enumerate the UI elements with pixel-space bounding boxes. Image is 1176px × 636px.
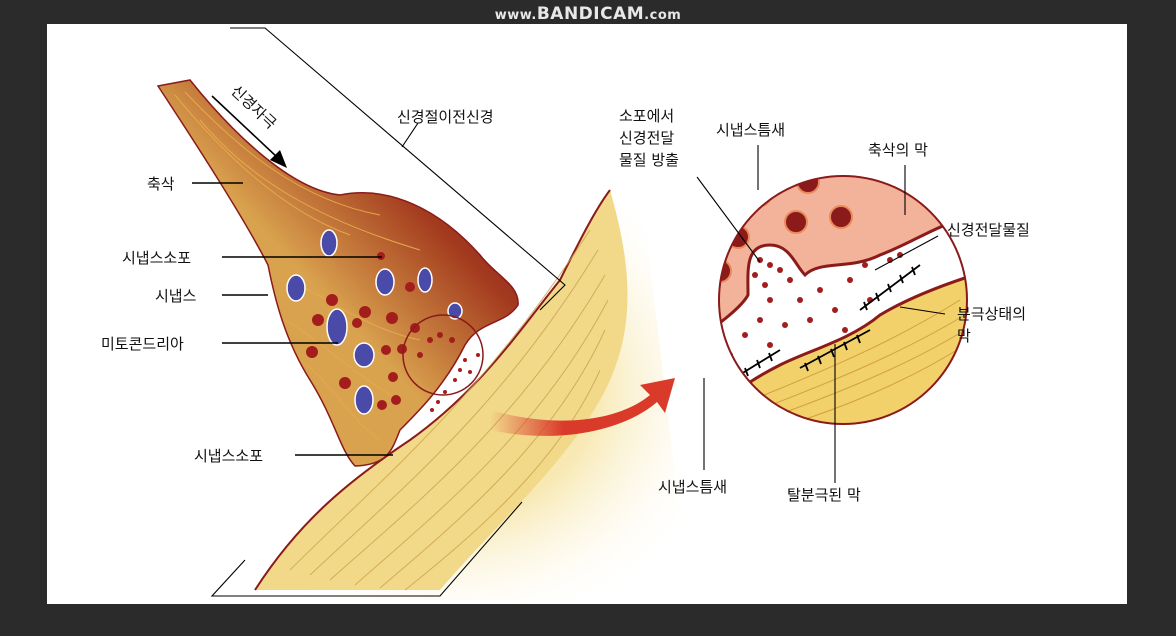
watermark-suffix: .com xyxy=(644,8,682,23)
label-presynaptic-neuron: 신경절이전신경 xyxy=(397,108,494,126)
leader-lines xyxy=(192,145,946,483)
magnified-circle-border xyxy=(718,175,968,425)
label-synaptic-vesicle: 시냅스소포 xyxy=(122,249,191,267)
nerve-impulse-arrow xyxy=(211,95,287,168)
magnified-synapse xyxy=(719,176,967,424)
label-axon-membrane: 축삭의 막 xyxy=(868,141,928,159)
neurotransmitter-dots xyxy=(719,252,903,398)
released-transmitter-left xyxy=(417,332,480,412)
label-depolarized-membrane: 탈분극된 막 xyxy=(787,486,861,504)
label-polarized-line2: 막 xyxy=(957,327,971,345)
label-synaptic-cleft-bottom: 시냅스틈새 xyxy=(658,478,727,496)
label-release-line2: 신경전달 xyxy=(619,129,674,147)
postsynaptic-membrane xyxy=(210,180,690,600)
presynaptic-neuron xyxy=(156,79,519,467)
label-synaptic-vesicle-lower: 시냅스소포 xyxy=(194,447,263,465)
mitochondria-group xyxy=(286,229,463,415)
label-synaptic-cleft-top: 시냅스틈새 xyxy=(716,121,785,139)
vesicles-group xyxy=(306,252,420,410)
bandicam-watermark: www.BANDICAM.com xyxy=(0,4,1176,24)
label-nerve-impulse: 신경자극 xyxy=(227,82,280,133)
zoom-region-circle xyxy=(402,314,484,396)
label-synapse: 시냅스 xyxy=(155,287,197,305)
label-release-line1: 소포에서 xyxy=(619,107,674,125)
presynaptic-bracket xyxy=(210,27,566,597)
label-release-line3: 물질 방출 xyxy=(619,151,679,169)
label-neurotransmitter: 신경전달물질 xyxy=(947,221,1030,239)
label-axon: 축삭 xyxy=(147,175,175,193)
label-polarized-line1: 분극상태의 xyxy=(957,305,1026,323)
magnify-arrow xyxy=(490,378,675,436)
watermark-brand: BANDICAM xyxy=(536,4,645,24)
label-mitochondria: 미토콘드리아 xyxy=(101,335,184,353)
watermark-prefix: www. xyxy=(494,8,537,23)
